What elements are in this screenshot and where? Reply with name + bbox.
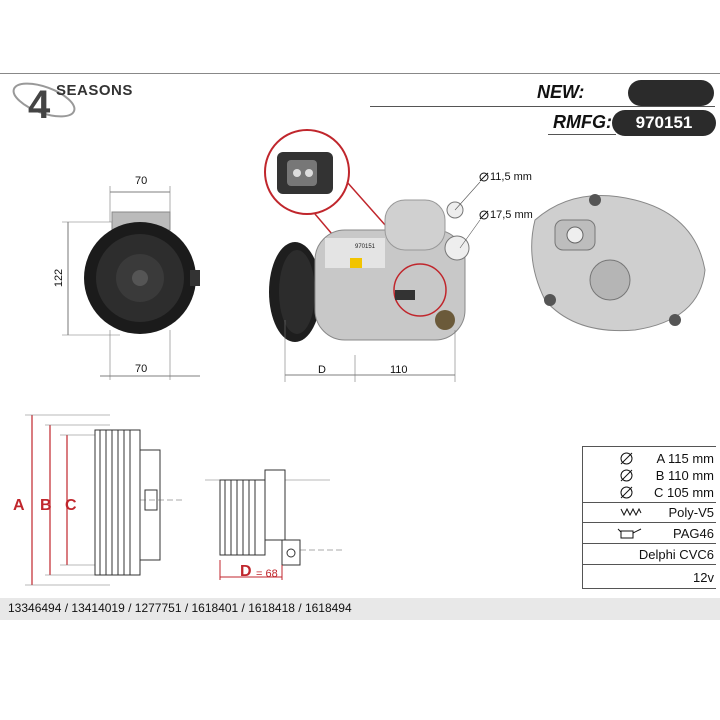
belt-icon [620, 507, 642, 517]
spec-c: C 105 mm [654, 485, 714, 500]
diameter-icon [620, 486, 633, 499]
port-large-size: 17,5 mm [490, 209, 533, 221]
oe-codes-text: 13346494 / 13414019 / 1277751 / 1618401 … [8, 601, 352, 615]
spec-rule-3 [582, 543, 716, 544]
port-small-size: 11,5 mm [490, 171, 532, 183]
spec-rule-4 [582, 564, 716, 565]
side-dim-110: 110 [390, 364, 408, 376]
label-a: A [13, 497, 25, 514]
front-dim-left: 122 [53, 268, 66, 288]
spec-rule-1 [582, 502, 716, 503]
oe-codes-bar [0, 598, 720, 620]
spec-rule-5 [582, 588, 716, 589]
pulley-width-drawing [205, 469, 345, 580]
label-b: B [40, 497, 52, 514]
label-c: C [65, 497, 77, 514]
spec-voltage: 12v [693, 570, 714, 585]
spec-oil: PAG46 [673, 526, 714, 541]
new-value-badge [628, 80, 714, 106]
diameter-icon [620, 452, 633, 465]
diameter-icon [620, 469, 633, 482]
compressor-rear-drawing [531, 194, 706, 332]
header-rule-1 [370, 106, 715, 107]
spec-model: Delphi CVC6 [638, 547, 714, 562]
rmfg-label: RMFG: [553, 112, 612, 132]
brand-digit: 4 [28, 83, 51, 124]
specs-top-rule [582, 446, 716, 447]
spec-b: B 110 mm [655, 468, 714, 483]
specs-vertical-rule [582, 446, 583, 588]
brand-logo-icon: 4 [12, 82, 76, 124]
brand-name: SEASONS [56, 82, 133, 99]
top-rule [0, 73, 720, 74]
spec-a: A 115 mm [656, 451, 714, 466]
front-dim-top: 70 [135, 175, 148, 187]
pulley-d-label: D [240, 563, 252, 580]
spec-belt: Poly-V5 [668, 505, 714, 520]
new-label: NEW: [537, 82, 585, 102]
oil-can-icon [617, 528, 642, 539]
front-dim-bottom: 70 [135, 363, 148, 375]
diameter-icon [479, 210, 489, 220]
pulley-d-value: = 68 [256, 568, 278, 580]
side-dim-d: D [318, 364, 326, 376]
compressor-label-text: 970151 [355, 244, 376, 250]
rmfg-value-badge: 970151 [612, 110, 716, 136]
header-rule-2 [548, 134, 616, 135]
compressor-side-drawing: 970151 [264, 129, 481, 382]
front-view-drawing [62, 186, 200, 380]
pulley-profile-drawing [25, 414, 185, 586]
diameter-icon [479, 172, 489, 182]
spec-rule-2 [582, 522, 716, 523]
